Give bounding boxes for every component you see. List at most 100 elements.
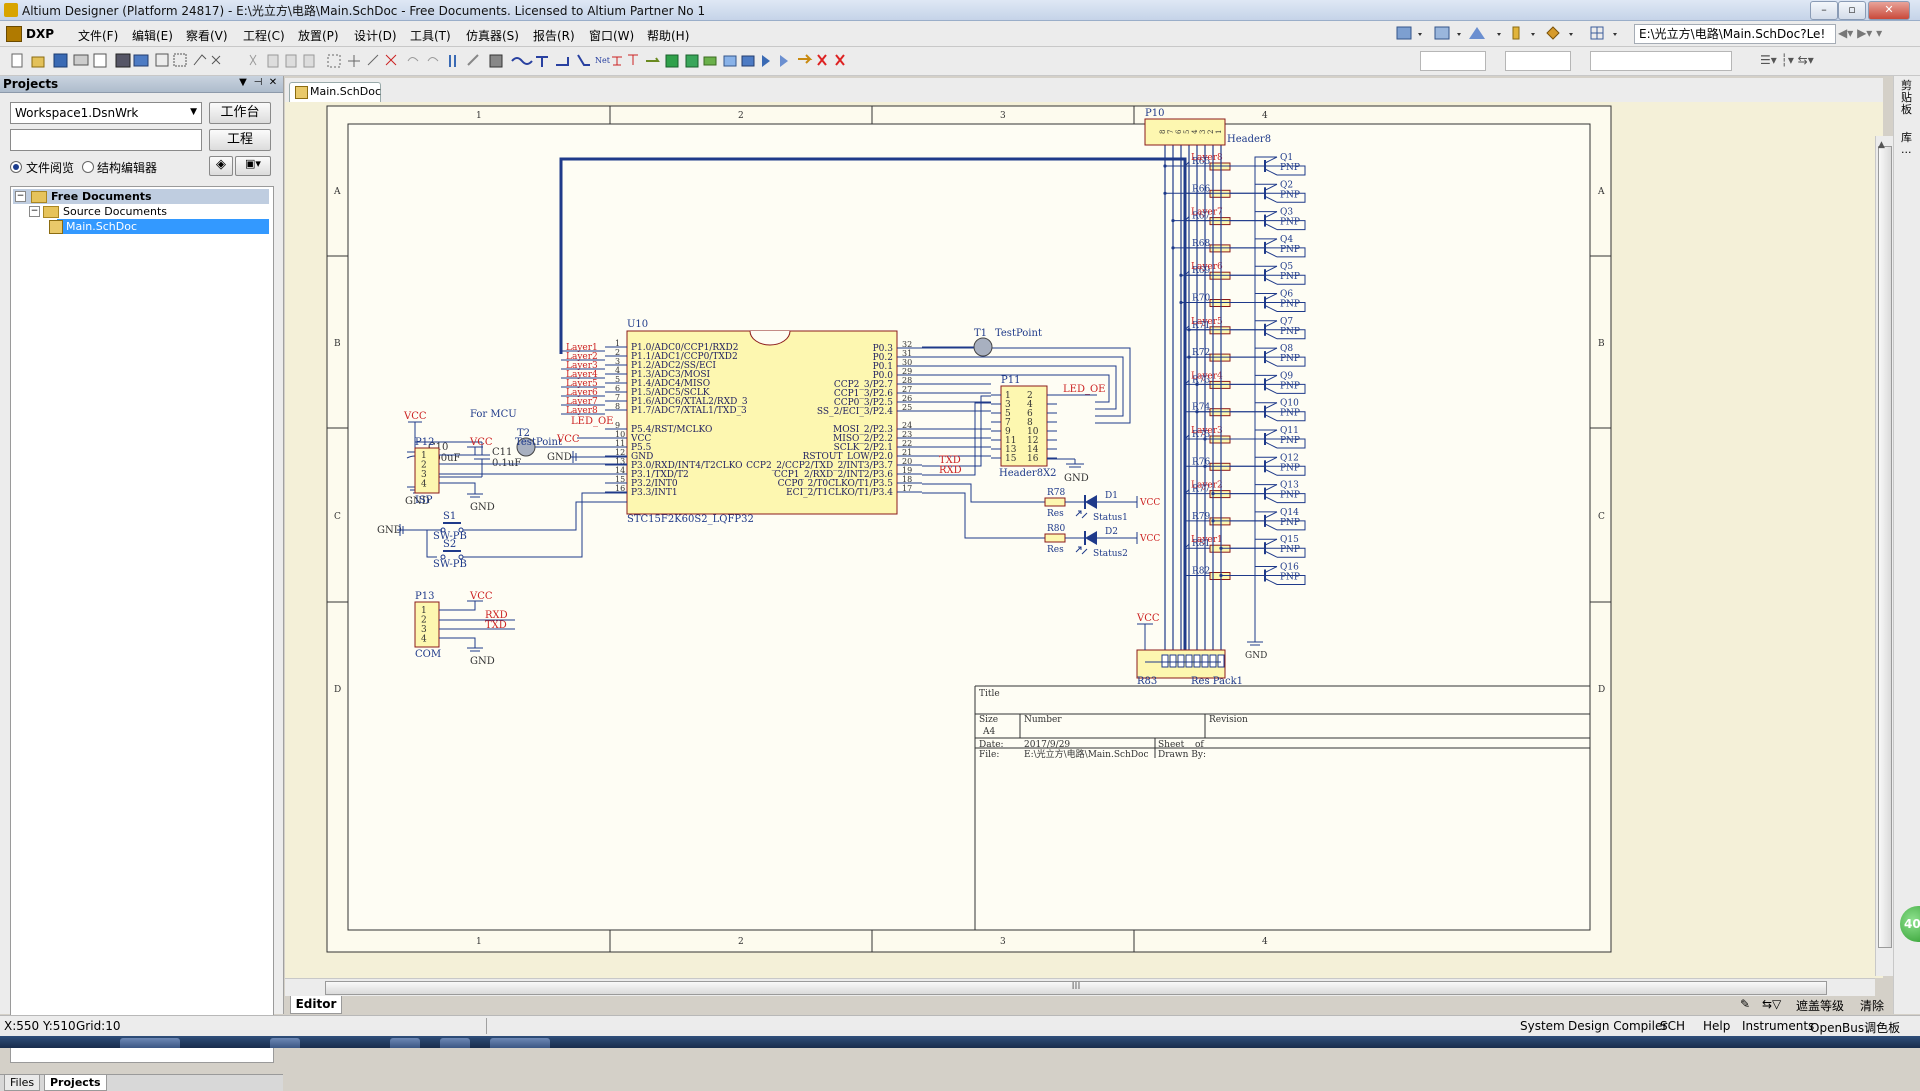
nav-back-icon[interactable]: ◀▾ ▶▾ ▾ [1838,26,1883,40]
title-block-sheet: Sheet [1158,740,1185,750]
taskbar-button[interactable] [490,1038,550,1048]
menu-window[interactable]: 窗口(W) [589,29,635,43]
transistor-collector [1264,250,1278,258]
menu-simulator[interactable]: 仿真器(S) [466,29,519,43]
taskbar-button[interactable] [120,1038,180,1048]
clear-button[interactable]: 清除 [1860,999,1885,1013]
panel-close-icon[interactable]: ✕ [268,77,278,88]
horizontal-scroll-thumb[interactable]: III [325,981,1827,995]
driver-resistor [1209,217,1231,226]
menu-view[interactable]: 察看(V) [186,29,228,43]
mcu-layer-net: Layer2 [566,352,598,362]
minimize-button[interactable]: – [1810,1,1838,20]
mcu-pin-number: 18 [902,475,912,484]
tab-files[interactable]: Files [4,1075,41,1091]
collapse-icon[interactable]: − [15,191,26,202]
collapse-icon[interactable]: − [29,206,40,217]
toolbar-icons[interactable]: Net [6,51,1046,71]
tree-selected-row[interactable] [57,219,269,234]
res-pack-cell [1193,654,1201,668]
vertical-scrollbar[interactable] [1875,136,1893,976]
menu-file[interactable]: 文件(F) [78,29,119,43]
menu-place[interactable]: 放置(P) [298,29,339,43]
zone-col-top: 3 [1000,111,1006,121]
project-options-icon[interactable]: ◈ [209,156,233,176]
tree-label: Free Documents [51,190,152,203]
taskbar-button[interactable] [390,1038,420,1048]
clipboard-panel-tab[interactable]: 剪贴板 [1901,79,1912,116]
workspace-button[interactable]: 工作台 [209,102,271,124]
menu-reports[interactable]: 报告(R) [533,29,575,43]
tree-item-free-documents[interactable]: − Free Documents [15,189,265,204]
menu-project[interactable]: 工程(C) [243,29,285,43]
panel-pin-icon[interactable]: ⊣ [253,77,263,88]
tab-editor[interactable]: Editor [290,996,342,1014]
maximize-button[interactable]: ▫ [1838,1,1866,20]
toolbar-dropdown-2[interactable] [1505,51,1571,71]
tree-item-main-schdoc[interactable]: Main.SchDoc [49,219,269,234]
status-openbus-button[interactable]: OpenBus调色板 [1810,1021,1901,1035]
mcu-pin-name: RSTOUT_LOW/P2.0 [803,452,894,462]
pen-icon[interactable]: ✎ [1740,997,1751,1011]
tree-item-source-documents[interactable]: − Source Documents [29,204,269,219]
right-toolbar-icons[interactable] [1395,24,1631,44]
taskbar-button[interactable] [270,1038,300,1048]
libraries-panel-tab[interactable]: 库... [1901,131,1912,156]
transistor-type: PNP [1280,245,1300,255]
driver-resistor-designator: R69 [1192,266,1211,276]
toolbar-dropdown-3[interactable] [1590,51,1732,71]
menu-tools[interactable]: 工具(T) [410,29,451,43]
mcu-pin-number: 22 [902,439,912,448]
status-sch-button[interactable]: SCH [1660,1019,1686,1033]
transistor-emitter [1264,456,1278,464]
transistor-designator: Q12 [1280,453,1299,463]
tab-projects[interactable]: Projects [44,1075,107,1091]
mcu-pin-name: P5.4/RST/MCLKO [631,425,712,435]
dxp-menu[interactable]: DXP [4,23,58,43]
align-tools-icon[interactable]: ☰▾ ┆▾ ⇆▾ [1760,53,1814,67]
status-instruments-button[interactable]: Instruments [1742,1019,1815,1033]
zone-row-left: B [334,339,341,349]
menu-edit[interactable]: 编辑(E) [132,29,173,43]
project-button[interactable]: 工程 [209,129,271,151]
status-system-button[interactable]: System [1520,1019,1565,1033]
status-design-compiler-button[interactable]: Design Compiler [1568,1019,1668,1033]
project-folder-icon[interactable]: ▣▾ [235,156,271,176]
workspace-select[interactable]: Workspace1.DsnWrk ▼ [10,102,202,124]
com-txd: TXD [485,620,507,631]
menu-design[interactable]: 设计(D) [354,29,397,43]
close-button[interactable]: ✕ [1868,1,1910,20]
com-pin-number: 4 [421,635,427,645]
scroll-up-icon[interactable]: ▲ [1878,140,1885,150]
document-path-field[interactable]: E:\光立方\电路\Main.SchDoc?Le! [1634,24,1836,44]
file-view-radio[interactable] [10,161,22,173]
project-input[interactable] [10,129,202,151]
toolbar-dropdown-1[interactable] [1420,51,1486,71]
led-name: Status1 [1093,513,1128,523]
mcu-pin-number: 9 [615,421,620,430]
structure-editor-radio[interactable] [82,161,94,173]
driver-resistor-designator: R77 [1192,485,1211,495]
taskbar-button[interactable] [440,1038,470,1048]
status-help-button[interactable]: Help [1703,1019,1731,1033]
p10-pin-number: 7 [1167,130,1175,134]
notification-badge[interactable]: 40 [1900,906,1920,942]
transistor-type: PNP [1280,491,1300,501]
filter-icon[interactable]: ⇆▽ [1762,997,1782,1011]
mask-level-button[interactable]: 遮盖等级 [1796,999,1845,1013]
mcu-pin-number: 14 [615,466,625,475]
vertical-scroll-thumb[interactable] [1878,146,1892,948]
tree-root-row[interactable] [13,189,269,204]
led-vcc: VCC [1139,534,1160,544]
com-vcc: VCC [469,591,493,602]
panel-menu-icon[interactable]: ▼ [239,77,247,88]
driver-column-wire [1165,192,1306,203]
menu-help[interactable]: 帮助(H) [647,29,690,43]
mcu-pin-number: 23 [902,430,912,439]
c11-label: C11 [492,447,512,458]
tab-main-schdoc[interactable]: Main.SchDoc [289,82,381,102]
mcu-pin-number: 30 [902,358,912,367]
horizontal-scrollbar[interactable]: III [285,978,1875,996]
